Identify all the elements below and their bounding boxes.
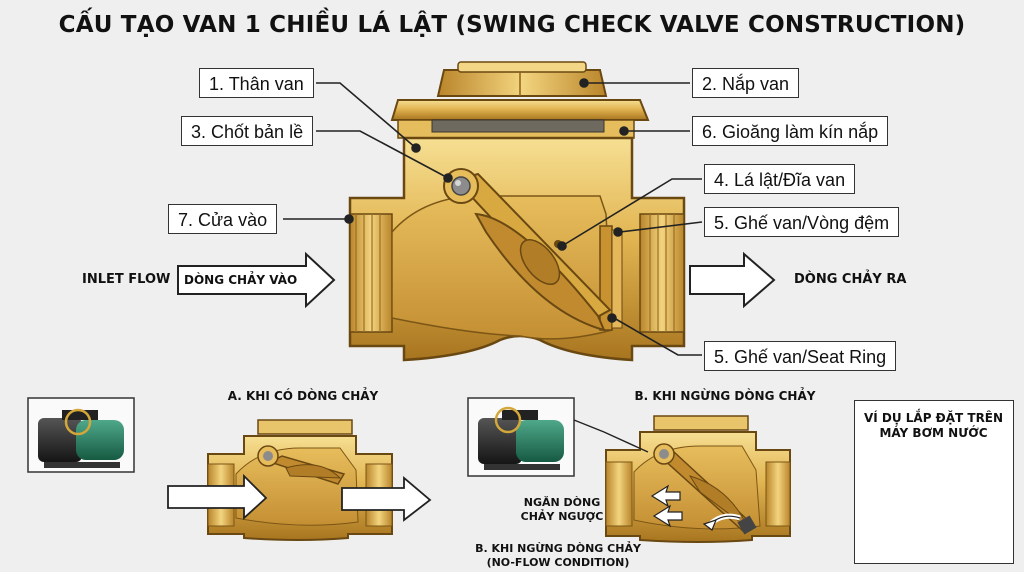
label-bonnet-gasket: 6. Gioăng làm kín nắp [692,116,889,146]
backflow-note-line2: CHẢY NGƯỢC [520,510,604,523]
stopped-caption-line1: B. KHI NGỪNG DÒNG CHẢY [475,542,641,555]
valve-flowing [167,419,432,541]
flowing-state-title: A. KHI CÓ DÒNG CHẢY [227,389,379,403]
inlet-flow-vi-text: DÒNG CHẢY VÀO [184,273,298,287]
inlet-flow-arrow [177,251,336,309]
label-seat-ring-lower: 5. Ghế van/Seat Ring [704,341,897,371]
label-seat-ring-upper: 5. Ghế van/Vòng đệm [704,207,900,237]
pump-photo-a [27,397,135,473]
install-example-box: VÍ DỤ LẮP ĐẶT TRÊN MÁY BƠM NƯỚC [854,400,1014,564]
outlet-flow-arrow [689,251,776,309]
valve-stopped [605,415,791,543]
label-valve-body: 1. Thân van [199,68,314,98]
outlet-flow-text: DÒNG CHẢY RA [794,272,907,287]
leader-lines [283,78,703,356]
inlet-flow-text: INLET FLOW [82,272,171,287]
main-valve [348,61,686,362]
backflow-note: NGĂN DÒNG CHẢY NGƯỢC [514,496,610,524]
stopped-state-title: B. KHI NGỪNG DÒNG CHẢY [634,389,816,403]
pump-photo-b [467,397,649,477]
label-inlet: 7. Cửa vào [168,204,278,234]
label-bonnet: 2. Nắp van [692,68,800,98]
backflow-note-line1: NGĂN DÒNG [523,496,601,509]
stopped-state-caption: B. KHI NGỪNG DÒNG CHẢY (NO-FLOW CONDITIO… [470,542,646,570]
install-example-title: VÍ DỤ LẮP ĐẶT TRÊN MÁY BƠM NƯỚC [855,411,1012,441]
page-title: CẤU TẠO VAN 1 CHIỀU LÁ LẬT (SWING CHECK … [58,12,966,38]
install-example-line2: MÁY BƠM NƯỚC [879,426,988,440]
label-hinge-pin: 3. Chốt bản lề [181,116,314,146]
install-example-line1: VÍ DỤ LẮP ĐẶT TRÊN [863,411,1004,425]
label-disc: 4. Lá lật/Đĩa van [704,164,856,194]
stopped-caption-line2: (NO-FLOW CONDITION) [486,556,630,569]
